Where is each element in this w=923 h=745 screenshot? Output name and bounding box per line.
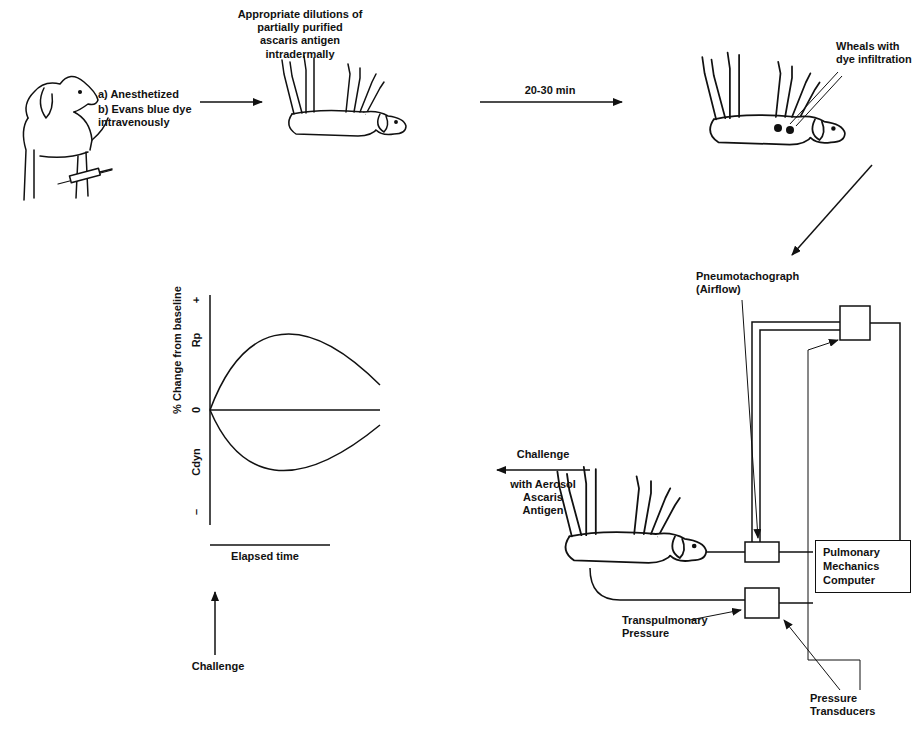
axis-label: Rp	[190, 333, 203, 348]
dog-apparatus	[557, 467, 706, 563]
step-note: Wheals with dye infiltration	[836, 40, 918, 66]
leader-arrows	[690, 300, 860, 690]
axis-title: % Change from baseline	[171, 286, 184, 414]
computer-box: Pulmonary Mechanics Computer	[815, 540, 911, 593]
wheal	[786, 126, 794, 134]
time-label: 20-30 min	[510, 84, 590, 97]
step-note: with Aerosol Ascaris Antigen	[508, 478, 578, 518]
leader-line	[790, 72, 842, 126]
dog-with-wheals	[702, 53, 845, 145]
event-label: Challenge	[178, 660, 258, 673]
step-note: Appropriate dilutions of partially purif…	[238, 8, 363, 61]
graph	[210, 295, 380, 545]
part-label: Transpulmonary Pressure	[622, 614, 692, 640]
axis-title: Elapsed time	[215, 550, 315, 563]
step-note: a) Anesthetized	[98, 88, 218, 101]
wheal	[774, 124, 782, 132]
process-arrows	[200, 102, 872, 655]
axis-sign: +	[190, 297, 203, 303]
part-label: Pneumotachograph (Airflow)	[696, 270, 816, 296]
axis-tick: 0	[190, 407, 203, 413]
step-note: b) Evans blue dye intravenously	[98, 103, 208, 129]
axis-sign: –	[190, 509, 203, 515]
dog-on-back	[282, 56, 406, 136]
axis-label: Cdyn	[190, 448, 203, 476]
box-text: Pulmonary Mechanics Computer	[823, 546, 903, 587]
part-label: Pressure Transducers	[810, 692, 910, 718]
step-note: Challenge	[503, 448, 583, 461]
